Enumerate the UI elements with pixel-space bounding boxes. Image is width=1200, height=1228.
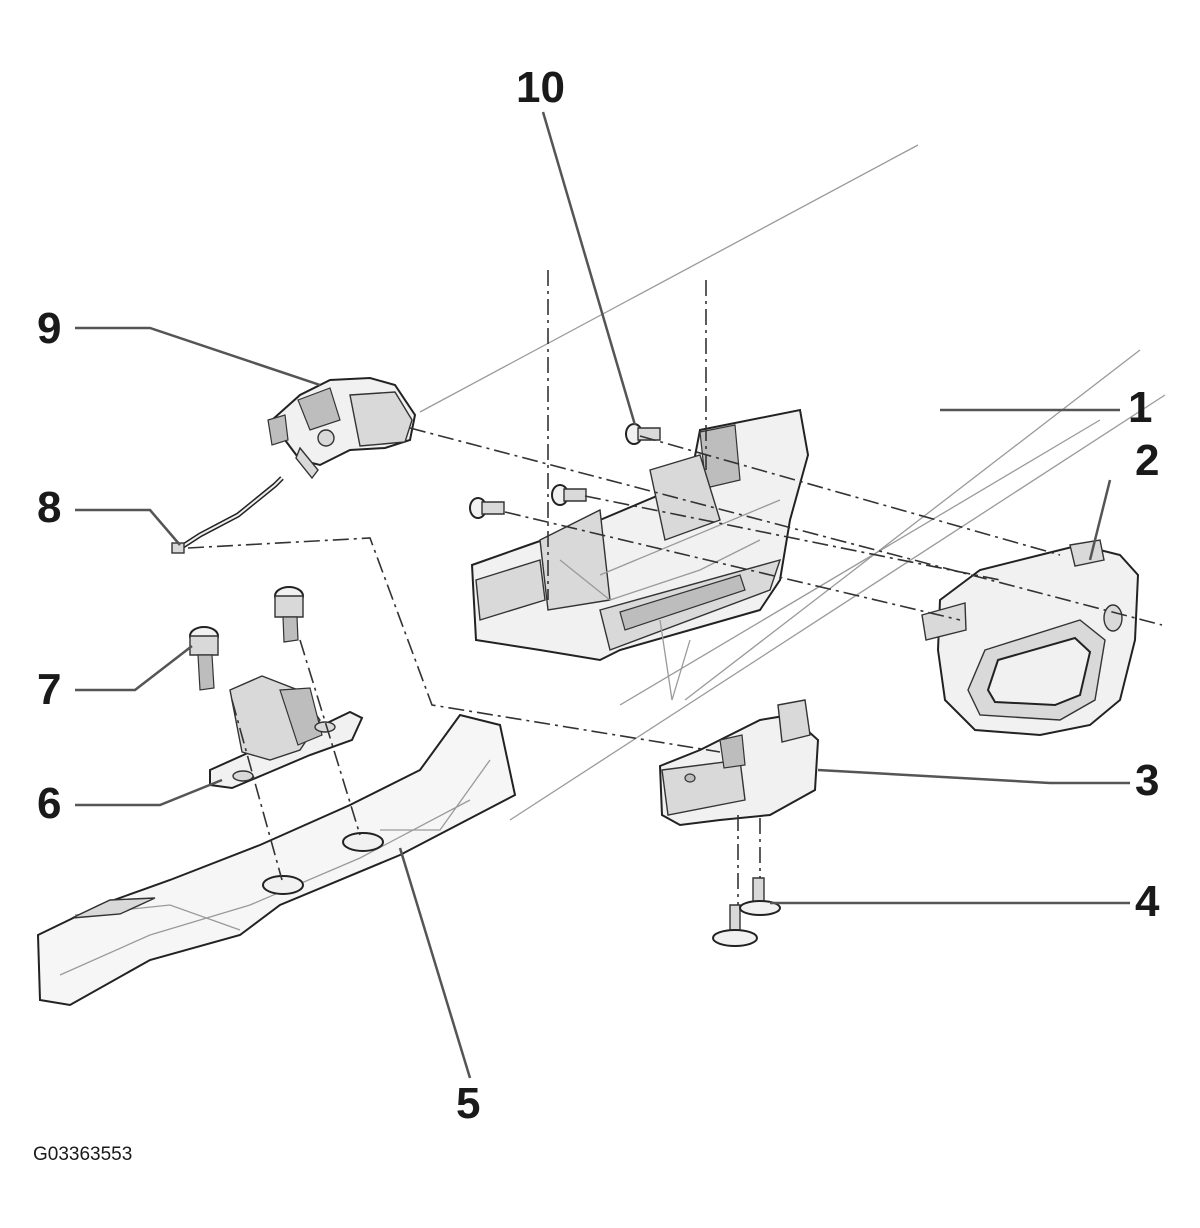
- part-6-base-plate: [209, 675, 364, 790]
- callout-2: 2: [1135, 436, 1159, 485]
- mount-hole-left: [262, 875, 304, 895]
- callout-6: 6: [37, 779, 61, 828]
- callout-10: 10: [516, 63, 565, 112]
- part-10-clips: [469, 423, 661, 519]
- callout-4: 4: [1135, 877, 1160, 926]
- background-contours: [419, 144, 1166, 821]
- leader-2: [1088, 479, 1112, 561]
- leader-3: [817, 768, 1130, 785]
- part-4-screws: [712, 877, 781, 947]
- leader-7: [75, 645, 193, 692]
- callout-labels: 1 2 3 4 5 6 7 8 9 10: [37, 63, 1160, 1128]
- part-1-bracket: [470, 408, 810, 701]
- mount-hole-right: [342, 832, 384, 852]
- callout-3: 3: [1135, 756, 1159, 805]
- part-9-lock-mechanism: [267, 376, 417, 480]
- callout-9: 9: [37, 304, 61, 353]
- leader-8: [75, 508, 181, 546]
- part-7-bolts: [189, 586, 304, 691]
- figure-id: G03363553: [33, 1144, 132, 1165]
- part-8-rod: [171, 476, 284, 554]
- leader-9: [75, 326, 321, 387]
- leader-6: [75, 778, 223, 807]
- leader-5: [398, 847, 472, 1079]
- leader-lines: [75, 111, 1130, 1079]
- assembly-axes: [187, 270, 1163, 905]
- callout-5: 5: [456, 1079, 480, 1128]
- leader-10: [541, 111, 637, 426]
- part-3-lower-bracket: [658, 699, 820, 827]
- callout-7: 7: [37, 665, 61, 714]
- callout-8: 8: [37, 483, 61, 532]
- callout-1: 1: [1128, 383, 1152, 432]
- part-2-escutcheon: [921, 539, 1140, 737]
